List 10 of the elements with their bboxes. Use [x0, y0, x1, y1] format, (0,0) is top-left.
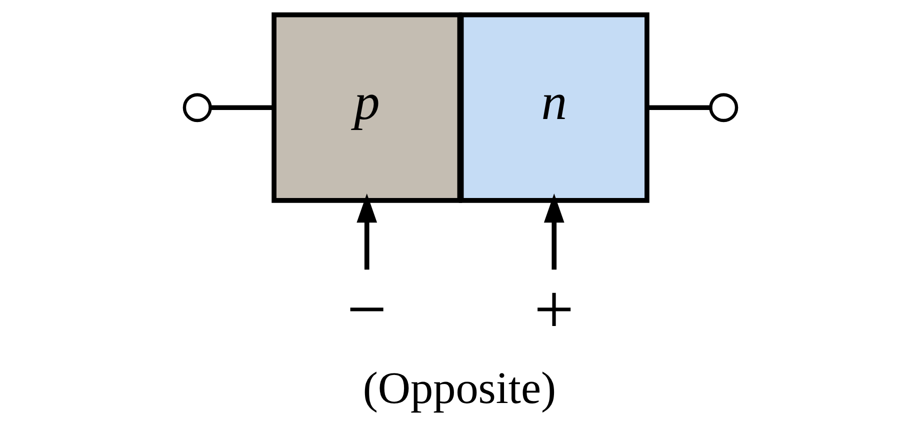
node-text: +: [534, 271, 574, 350]
arrow: [544, 194, 564, 270]
node-circle: [709, 93, 738, 122]
connector: [210, 105, 274, 110]
node-box: n: [458, 12, 650, 203]
node-text: −: [346, 271, 387, 350]
connector: [647, 105, 711, 110]
caption: (Opposite): [362, 362, 556, 413]
node-circle: [182, 93, 212, 122]
arrow: [356, 194, 378, 270]
